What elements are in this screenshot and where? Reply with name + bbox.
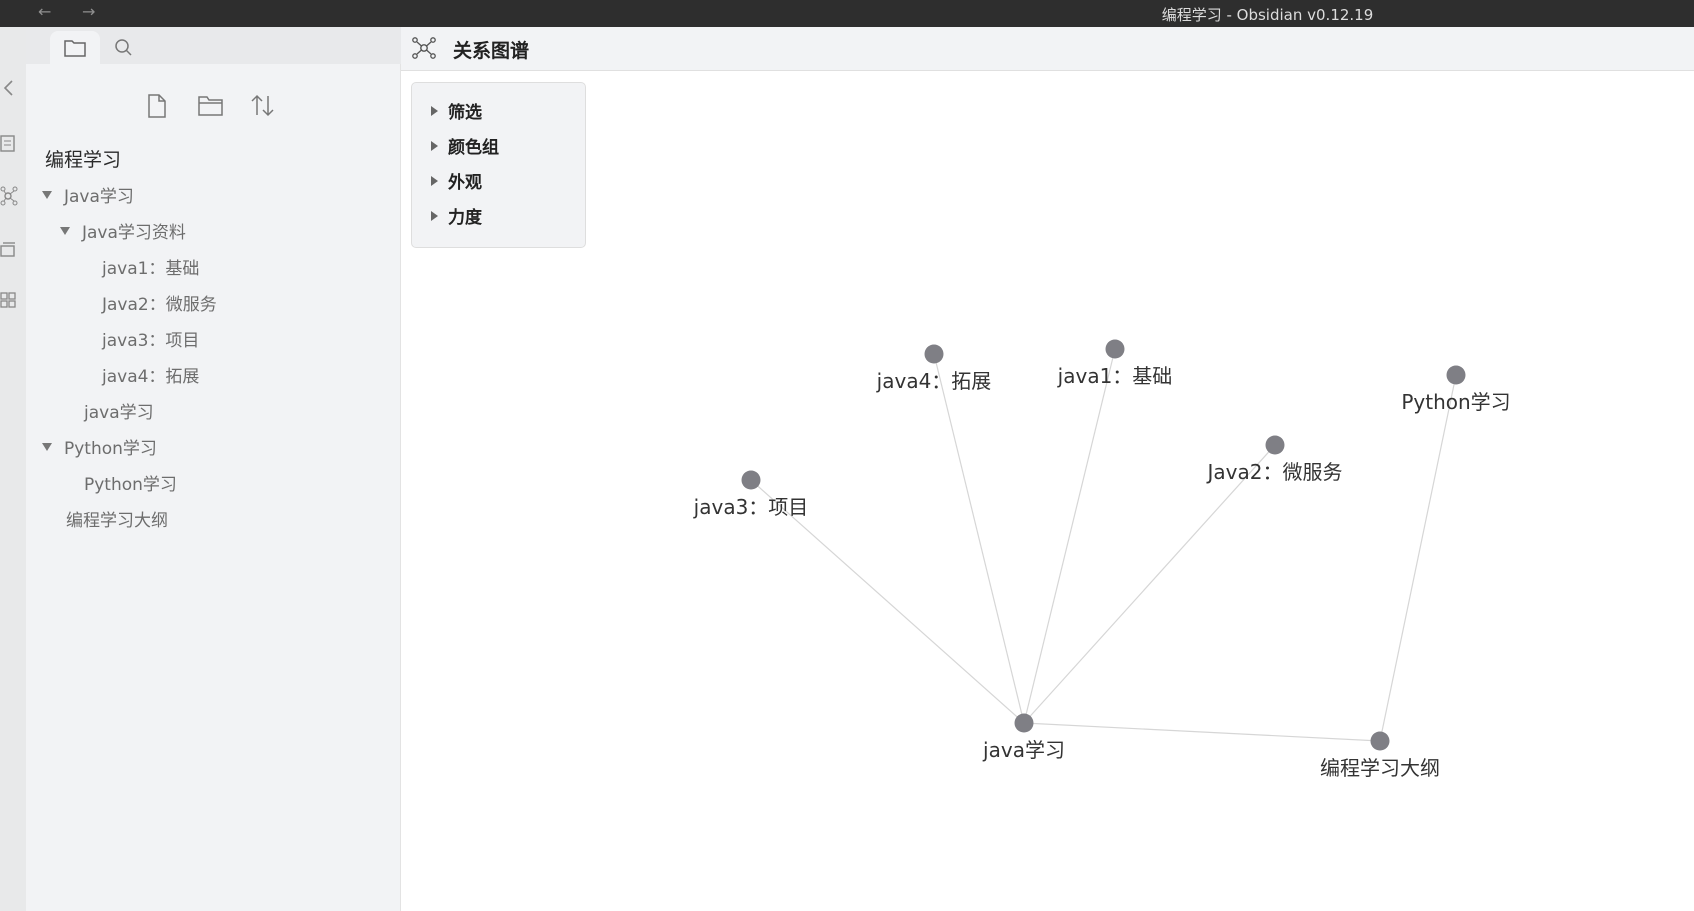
tab-file-explorer[interactable] — [50, 31, 100, 64]
graph-edge — [1023, 722, 1381, 742]
sort-icon — [251, 94, 274, 117]
graph-node-java2[interactable] — [1265, 435, 1285, 455]
search-icon — [115, 39, 132, 56]
tree-file-java4[interactable]: java4：拓展 — [102, 362, 199, 388]
tree-item-label: Java2：微服务 — [102, 295, 217, 315]
tree-folder-java-materials[interactable]: Java学习资料 — [60, 218, 186, 244]
graph-node-java4[interactable] — [924, 344, 944, 364]
panel-item-label: 力度 — [448, 208, 482, 228]
caret-right-icon — [431, 176, 438, 186]
graph-node-label[interactable]: java4：拓展 — [876, 369, 992, 393]
caret-right-icon — [431, 106, 438, 116]
graph-node-java3[interactable] — [741, 470, 761, 490]
tree-item-label: Python学习 — [84, 475, 177, 495]
graph-node-label[interactable]: Python学习 — [1401, 390, 1510, 414]
caret-right-icon — [431, 141, 438, 151]
sidebar-tab-strip — [26, 27, 401, 64]
graph-canvas[interactable]: java4：拓展 java1：基础 Python学习 Java2：微服务 java3：项… — [401, 71, 1694, 911]
tree-file-java2[interactable]: Java2：微服务 — [102, 290, 217, 316]
graph-edge — [1379, 374, 1457, 742]
chevron-down-icon[interactable] — [42, 191, 52, 199]
tree-item-label: java3：项目 — [102, 331, 200, 351]
note-icon[interactable] — [0, 133, 20, 155]
tree-item-label: java4：拓展 — [102, 367, 200, 387]
folder-icon — [64, 40, 86, 57]
tree-folder-java[interactable]: Java学习 — [42, 182, 134, 208]
graph-icon[interactable] — [0, 185, 20, 207]
tab-search[interactable] — [100, 31, 150, 64]
sort-button[interactable] — [244, 87, 280, 123]
graph-node-label[interactable]: 编程学习大纲 — [1320, 756, 1440, 780]
chevron-down-icon[interactable] — [60, 227, 70, 235]
tree-item-label: java1：基础 — [102, 259, 200, 279]
new-folder-icon — [198, 96, 223, 116]
graph-edge — [1023, 348, 1116, 724]
tree-file-java1[interactable]: java1：基础 — [102, 254, 199, 280]
back-button[interactable]: ← — [38, 2, 52, 21]
graph-controls-panel: 筛选 颜色组 外观 力度 — [411, 82, 586, 248]
new-note-button[interactable] — [139, 87, 175, 123]
tree-file-java3[interactable]: java3：项目 — [102, 326, 199, 352]
panel-display[interactable]: 外观 — [431, 168, 482, 193]
cards-icon[interactable] — [0, 239, 20, 261]
graph-svg[interactable]: java4：拓展 java1：基础 Python学习 Java2：微服务 java3：项… — [401, 71, 1694, 911]
left-ribbon — [0, 27, 26, 911]
graph-view-icon[interactable] — [411, 36, 437, 64]
tree-folder-python[interactable]: Python学习 — [42, 434, 157, 460]
title-bar: ← → 编程学习 - Obsidian v0.12.19 — [0, 0, 1694, 27]
tree-item-label: 编程学习大纲 — [66, 511, 168, 531]
panel-forces[interactable]: 力度 — [431, 203, 482, 228]
tree-item-label: Java学习 — [64, 187, 134, 207]
caret-right-icon — [431, 211, 438, 221]
vault-name[interactable]: 编程学习 — [45, 149, 122, 171]
graph-node-java1[interactable] — [1105, 339, 1125, 359]
collapse-icon[interactable] — [0, 77, 20, 99]
forward-button[interactable]: → — [82, 2, 96, 21]
view-title: 关系图谱 — [453, 40, 530, 62]
panel-item-label: 筛选 — [448, 103, 482, 123]
graph-node-label[interactable]: Java2：微服务 — [1206, 460, 1343, 484]
graph-node-label[interactable]: java1：基础 — [1057, 364, 1173, 388]
tree-file-java-study[interactable]: java学习 — [84, 398, 154, 424]
chevron-down-icon[interactable] — [42, 443, 52, 451]
graph-node-javastudy[interactable] — [1014, 713, 1034, 733]
panel-groups[interactable]: 颜色组 — [431, 133, 499, 158]
window-title: 编程学习 - Obsidian v0.12.19 — [1161, 6, 1374, 24]
view-header: 关系图谱 — [401, 27, 1694, 71]
panel-item-label: 颜色组 — [448, 138, 499, 158]
graph-node-python[interactable] — [1446, 365, 1466, 385]
new-folder-button[interactable] — [191, 87, 227, 123]
file-explorer-sidebar: 编程学习 Java学习 Java学习资料 java1：基础 Java2：微服务 … — [26, 27, 401, 911]
tree-file-python-study[interactable]: Python学习 — [84, 470, 177, 496]
panel-filters[interactable]: 筛选 — [431, 98, 482, 123]
file-actions-toolbar — [26, 87, 401, 129]
new-note-icon — [148, 94, 166, 118]
tree-item-label: java学习 — [84, 403, 154, 423]
panel-item-label: 外观 — [448, 173, 482, 193]
graph-node-outline[interactable] — [1370, 731, 1390, 751]
tree-item-label: Java学习资料 — [82, 223, 186, 243]
tree-file-outline[interactable]: 编程学习大纲 — [66, 506, 168, 532]
graph-edge — [1023, 444, 1276, 724]
graph-node-label[interactable]: java3：项目 — [693, 495, 809, 519]
graph-edge — [933, 353, 1025, 724]
graph-node-label[interactable]: java学习 — [982, 738, 1065, 762]
plugins-icon[interactable] — [0, 289, 20, 311]
tree-item-label: Python学习 — [64, 439, 157, 459]
graph-edge — [750, 479, 1025, 724]
